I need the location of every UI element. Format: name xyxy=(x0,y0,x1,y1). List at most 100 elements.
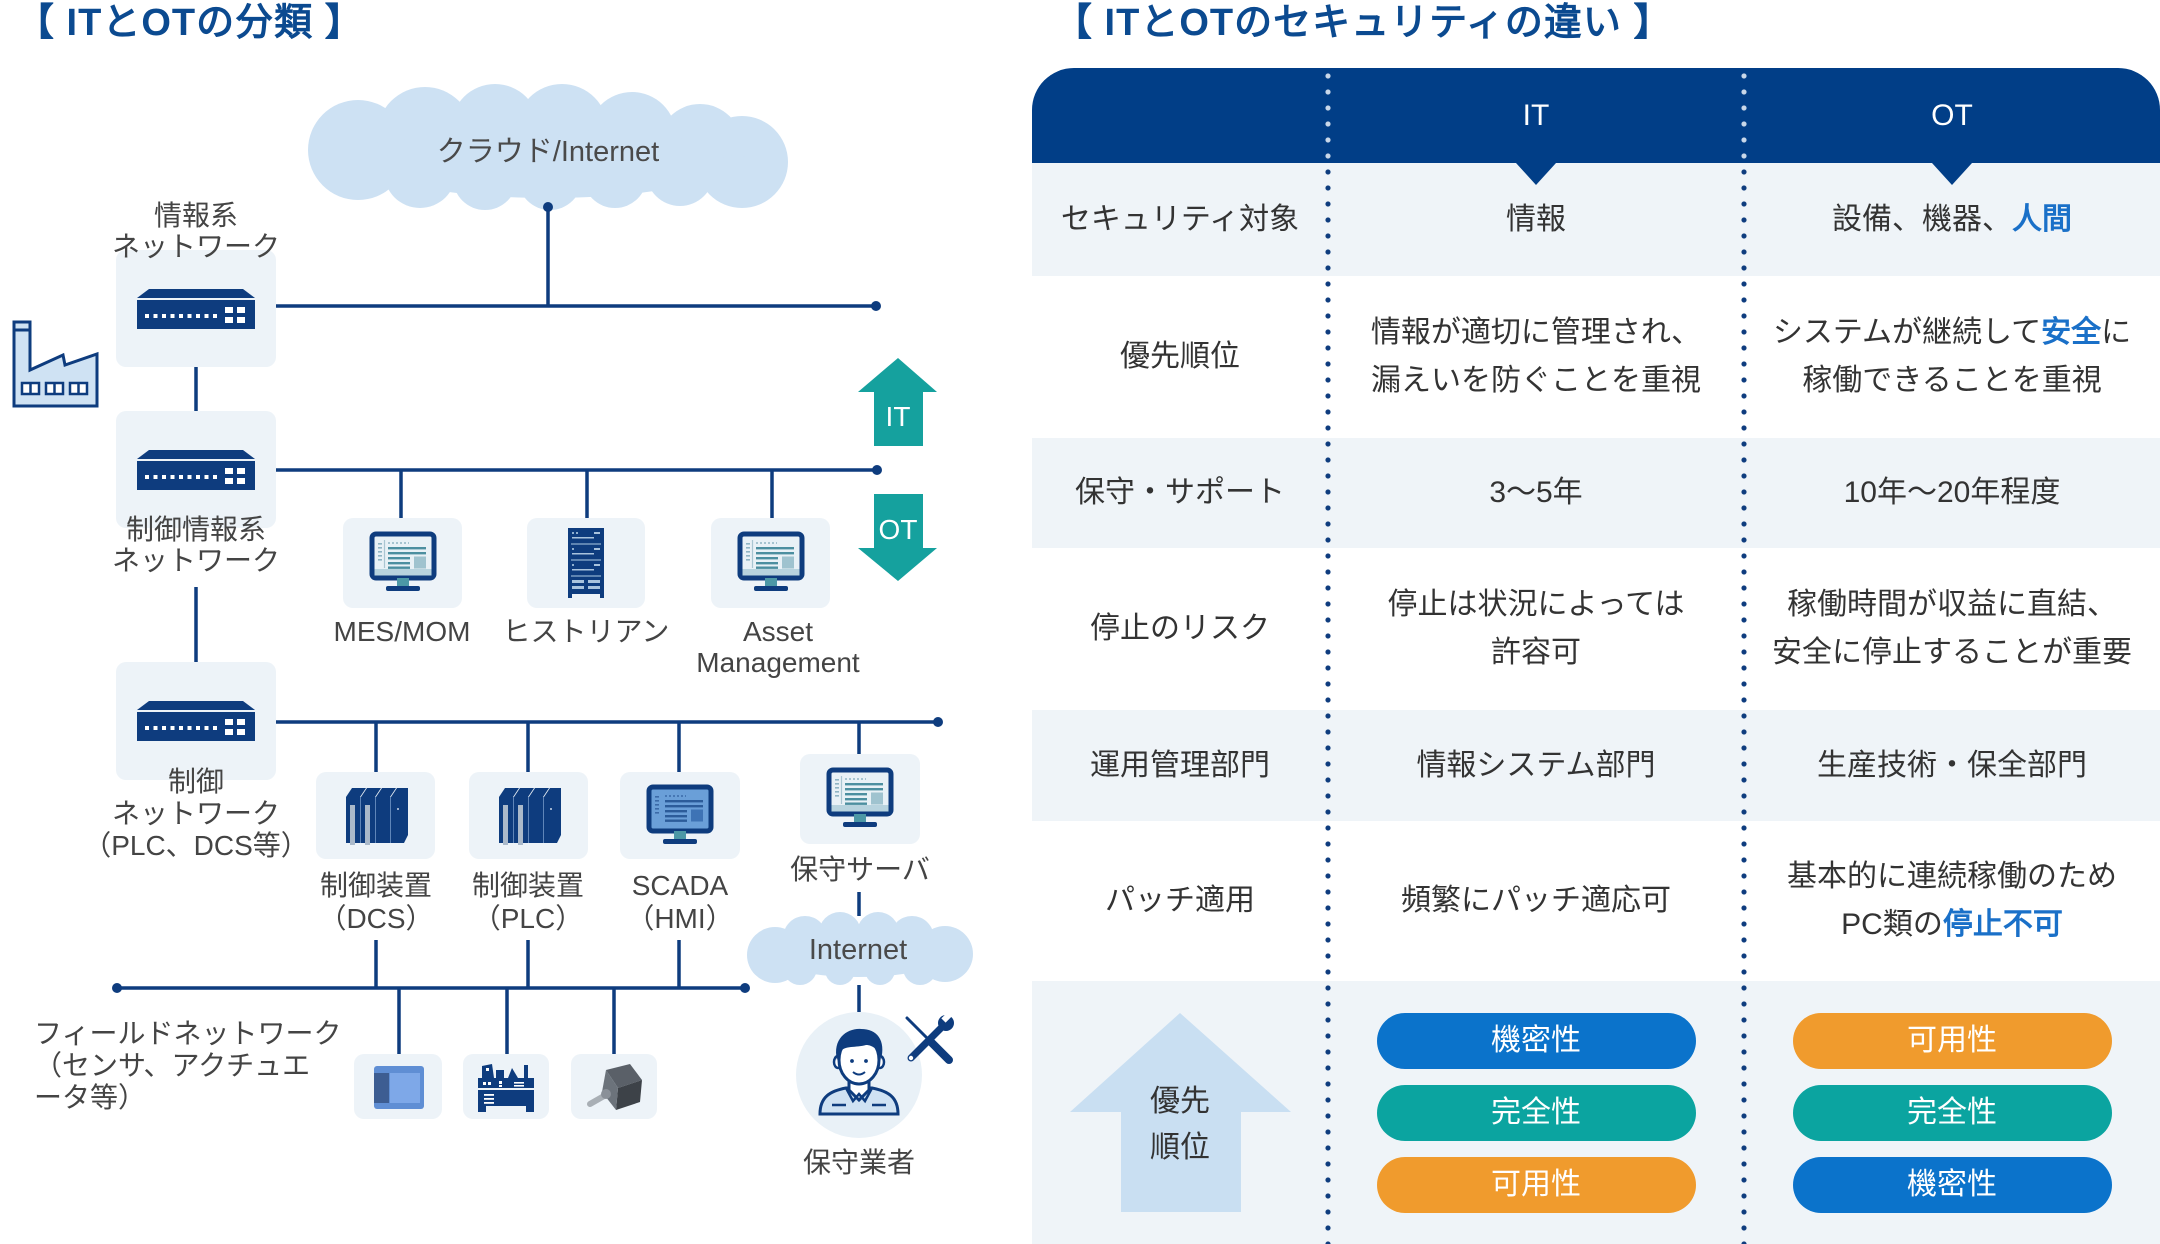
priority-arrow: 優先 順位 xyxy=(1069,1012,1291,1213)
row-label: 優先順位 xyxy=(1120,340,1240,373)
label-line: SCADA xyxy=(631,870,729,901)
priority-pill: 可用性 xyxy=(1792,1012,2112,1069)
it-priority-list: 機密性 完全性 可用性 xyxy=(1376,1012,1696,1213)
comparison-table: IT OT セキュリティ対象 情報 設備、機器、人間 優先順位 情報が適切に管理… xyxy=(1032,68,2160,1244)
it-cell: 停止は状況によっては 許容可 xyxy=(1328,548,1744,710)
label-line: ネットワーク xyxy=(111,798,280,829)
cell-text: 設備、機器、 xyxy=(1832,202,2012,236)
label-line: ータ等） xyxy=(34,1082,147,1113)
monitor-icon xyxy=(826,767,894,827)
maintenance-server-label: 保守サーバ xyxy=(790,854,930,885)
cell-text: 許容可 xyxy=(1491,636,1581,669)
label-line: 制御 xyxy=(167,766,224,797)
label-line: フィールドネットワーク xyxy=(34,1018,342,1049)
priority-pill: 機密性 xyxy=(1792,1156,2112,1213)
bus-end-dots xyxy=(112,202,943,993)
ot-header-pointer xyxy=(1932,163,1972,185)
emphasis-text: 停止不可 xyxy=(1942,908,2063,941)
header-column-divider xyxy=(1325,68,1331,163)
priority-pill: 機密性 xyxy=(1376,1012,1696,1069)
monitor-icon xyxy=(737,531,804,591)
io-module-icon xyxy=(374,1065,424,1109)
header-it-column: IT xyxy=(1328,68,1744,163)
cell-text: 生産技術・保全部門 xyxy=(1817,748,2087,782)
row-label: パッチ適用 xyxy=(1105,884,1255,917)
worker-icon xyxy=(796,1012,922,1138)
comparison-title: 【 ITとOTのセキュリティの違い 】 xyxy=(1054,2,1673,44)
cell-text: システムが継続して xyxy=(1772,316,2042,349)
remote-internet-cloud-shape xyxy=(747,912,973,985)
bus-end-dot xyxy=(543,202,553,212)
priority-label: 優先 順位 xyxy=(1070,1079,1291,1171)
cell-line: 情報システム部門 xyxy=(1416,742,1655,790)
column-divider xyxy=(1741,68,1747,1244)
header-ot-column: OT xyxy=(1744,68,2160,163)
cell-line: 漏えいを防ぐことを重視 xyxy=(1371,357,1701,405)
cloud-internet-label: クラウド/Internet xyxy=(436,136,660,168)
label-line: 制御装置 xyxy=(471,870,585,901)
controller-icon xyxy=(345,787,408,845)
it-cell: 情報システム部門 xyxy=(1328,710,1744,821)
field-device-io-module xyxy=(354,1054,442,1119)
priority-pill: 完全性 xyxy=(1376,1084,1696,1141)
field-device-machine-tool xyxy=(463,1054,549,1119)
cell-text: 10年〜20年程度 xyxy=(1843,476,2061,509)
label-line: ネットワーク xyxy=(111,231,281,262)
ot-cell: 基本的に連続稼働のため PC類の停止不可 xyxy=(1744,821,2160,981)
label-line: （センサ、アクチュエ xyxy=(34,1050,311,1081)
cell-line: 許容可 xyxy=(1491,629,1581,677)
cell-text: 安全に停止することが重要 xyxy=(1772,636,2132,669)
scada-hmi-device xyxy=(620,772,740,859)
it-header-pointer xyxy=(1516,163,1556,185)
row-label-cell: 優先順位 xyxy=(1032,276,1328,438)
cell-line: 情報 xyxy=(1506,196,1566,244)
priority-pill: 可用性 xyxy=(1376,1156,1696,1213)
it-cell: 3〜5年 xyxy=(1328,438,1744,548)
label-line: （DCS） xyxy=(318,903,434,934)
bus-end-dot xyxy=(933,717,943,727)
dcs-controller-device xyxy=(316,772,435,859)
emphasis-text: 安全 xyxy=(2041,316,2102,349)
network-switch-icon xyxy=(137,288,255,329)
label-line: ネットワーク xyxy=(111,545,281,576)
cell-line: 頻繁にパッチ適応可 xyxy=(1401,877,1671,925)
label-line: 情報系 xyxy=(153,200,239,231)
label-line: （HMI） xyxy=(626,903,734,934)
scada-hmi-label: SCADA （HMI） xyxy=(626,869,733,935)
bus-end-dot xyxy=(740,983,750,993)
header-label-column xyxy=(1032,68,1328,163)
row-label-cell: 停止のリスク xyxy=(1032,548,1328,710)
monitor-icon xyxy=(646,784,714,844)
cell-line: PC類の停止不可 xyxy=(1841,901,2063,949)
it-up-arrow xyxy=(858,358,937,446)
label-line: Asset xyxy=(742,616,814,647)
cell-text: 稼働できることを重視 xyxy=(1802,364,2102,397)
header-column-divider xyxy=(1741,68,1747,163)
classification-title: 【 ITとOTの分類 】 xyxy=(16,2,364,44)
label-line: 制御装置 xyxy=(319,870,432,901)
row-label-cell: セキュリティ対象 xyxy=(1032,163,1328,276)
network-switch-icon xyxy=(137,701,255,741)
control-information-network-switch xyxy=(116,411,276,528)
dcs-controller-label: 制御装置 （DCS） xyxy=(318,869,433,935)
bus-end-dot xyxy=(872,465,882,475)
network-diagram xyxy=(112,84,973,1138)
cell-text: 情報システム部門 xyxy=(1416,748,1656,782)
field-device-servo-motor xyxy=(571,1054,657,1119)
row-label: 保守・サポート xyxy=(1075,476,1285,509)
network-switch-icon xyxy=(137,449,255,490)
it-priority-cell: 機密性 完全性 可用性 xyxy=(1328,981,1744,1244)
bus-end-dot xyxy=(112,983,122,993)
column-divider xyxy=(1325,68,1331,1244)
cell-line: 3〜5年 xyxy=(1489,469,1582,517)
bus-end-dot xyxy=(871,301,881,311)
cell-line: 稼働できることを重視 xyxy=(1802,357,2101,405)
row-label: セキュリティ対象 xyxy=(1060,202,1300,236)
asset-management-label: Asset Management xyxy=(696,616,859,678)
cell-text: 漏えいを防ぐことを重視 xyxy=(1371,364,1701,397)
it-arrow-label: IT xyxy=(885,401,911,432)
row-label-cell: パッチ適用 xyxy=(1032,821,1328,981)
cell-line: 稼働時間が収益に直結、 xyxy=(1787,581,2117,629)
it-cell: 情報が適切に管理され、 漏えいを防ぐことを重視 xyxy=(1328,276,1744,438)
